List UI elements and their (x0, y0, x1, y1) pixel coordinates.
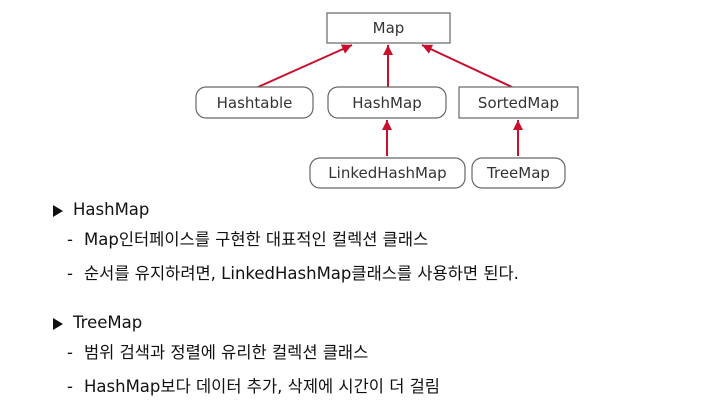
triangle-right-icon (53, 318, 63, 330)
arrow-hashtable-to-map (257, 44, 353, 88)
node-treemap: TreeMap (471, 157, 566, 189)
node-sortedmap-label: SortedMap (478, 94, 559, 112)
dash-marker: - (67, 264, 73, 283)
dash-marker: - (67, 377, 73, 396)
triangle-right-icon (53, 205, 63, 217)
list-item-text: Map인터페이스를 구현한 대표적인 컬렉션 클래스 (84, 230, 429, 249)
node-hashtable: Hashtable (195, 86, 314, 119)
class-hierarchy-diagram: Map Hashtable HashMap SortedMap LinkedHa… (195, 12, 579, 189)
node-hashtable-label: Hashtable (217, 94, 293, 112)
inheritance-arrows (257, 44, 523, 156)
node-sortedmap: SortedMap (458, 86, 579, 119)
list-item-text: 순서를 유지하려면, LinkedHashMap클래스를 사용하면 된다. (84, 264, 519, 283)
arrow-sortedmap-to-map (421, 44, 513, 88)
node-linkedhashmap-label: LinkedHashMap (328, 164, 446, 182)
node-hashmap-label: HashMap (352, 94, 421, 112)
node-map: Map (326, 12, 451, 44)
dash-marker: - (67, 343, 73, 362)
node-map-label: Map (373, 19, 405, 37)
node-treemap-label: TreeMap (486, 164, 550, 182)
section-title-hashmap: HashMap (73, 200, 150, 219)
section-title-treemap: TreeMap (73, 313, 143, 332)
node-hashmap: HashMap (327, 86, 447, 119)
list-item-text: 범위 검색과 정렬에 유리한 컬렉션 클래스 (84, 343, 369, 362)
node-linkedhashmap: LinkedHashMap (309, 157, 466, 189)
list-item-text: HashMap보다 데이터 추가, 삭제에 시간이 더 걸림 (84, 377, 440, 396)
dash-marker: - (67, 230, 73, 249)
